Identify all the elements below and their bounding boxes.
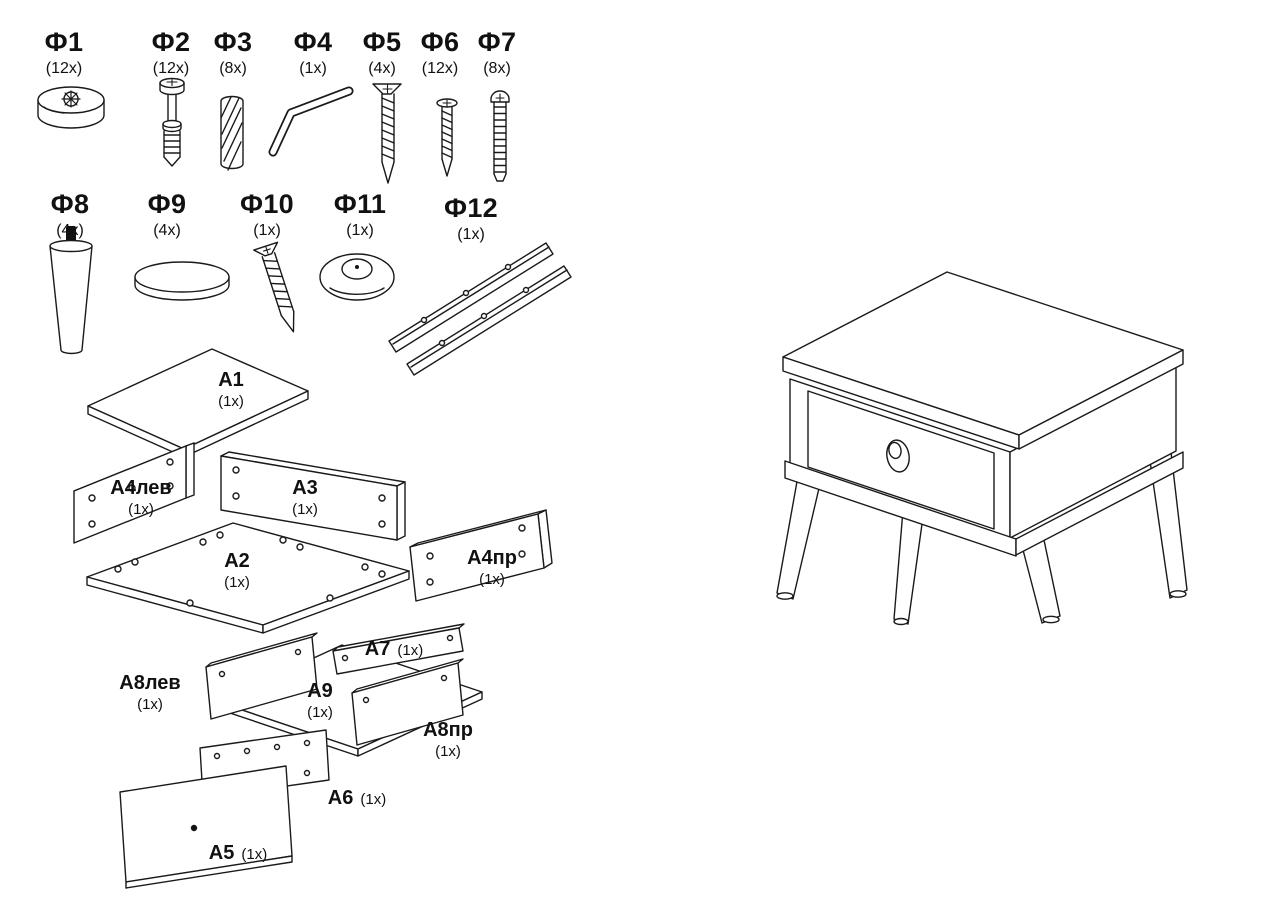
panel-a8lev-drawing xyxy=(205,632,318,720)
cam-lock-icon xyxy=(37,86,105,129)
drawer-slides-icon xyxy=(388,242,572,376)
part-qty: (1x) xyxy=(241,846,268,863)
part-id: Ф2 xyxy=(151,27,191,57)
assembled-legs xyxy=(776,451,1188,626)
panel-label-a4lev: А4лев (1x) xyxy=(110,477,171,518)
part-qty: (1x) xyxy=(307,704,333,721)
panel-label-a8pr: А8пр (1x) xyxy=(423,719,473,760)
part-id: А2 xyxy=(224,550,250,572)
assembled-unit xyxy=(776,271,1188,626)
assembled-top-edge-right xyxy=(1018,349,1184,450)
part-qty: (4x) xyxy=(56,222,84,239)
hardware-label-f9: Ф9 (4x) xyxy=(148,189,187,240)
part-qty: (1x) xyxy=(224,574,250,591)
panel-a7-drawing xyxy=(332,623,465,675)
panel-a1-drawing xyxy=(87,348,309,458)
part-qty: (1x) xyxy=(137,696,163,713)
part-qty: (1x) xyxy=(253,222,281,239)
panel-a4lev-drawing xyxy=(73,442,195,544)
assembled-bottom-rail-front xyxy=(784,460,1017,557)
panel-a8pr-drawing xyxy=(351,658,464,746)
part-qty: (8x) xyxy=(219,60,247,77)
assembled-bottom-rail-right xyxy=(1015,451,1184,556)
panel-a5-drawing xyxy=(119,765,293,889)
part-qty: (12x) xyxy=(421,60,459,77)
part-qty: (1x) xyxy=(435,743,461,760)
confirmat-screw-icon xyxy=(490,90,510,182)
panel-label-a9: А9 (1x) xyxy=(307,680,333,721)
part-id: А5 xyxy=(208,842,235,864)
part-id: А4пр xyxy=(467,547,517,569)
panel-a3-drawing xyxy=(220,451,406,541)
hardware-label-f6: Ф6 (12x) xyxy=(421,27,460,78)
part-id: А8пр xyxy=(423,719,473,741)
panel-label-a3: А3 (1x) xyxy=(292,477,318,518)
part-qty: (1x) xyxy=(218,393,244,410)
hardware-label-f7: Ф7 (8x) xyxy=(478,27,517,78)
hardware-label-f8: Ф8 (4x) xyxy=(51,189,90,240)
hardware-label-f12: Ф12 (1x) xyxy=(444,193,498,244)
panel-a4pr-drawing xyxy=(409,509,553,602)
part-id: Ф4 xyxy=(293,27,333,57)
panel-label-a6: А6 (1x) xyxy=(328,787,386,810)
part-id: Ф1 xyxy=(44,27,84,57)
part-qty: (4x) xyxy=(153,222,181,239)
allen-key-icon xyxy=(268,86,354,157)
hardware-label-f5: Ф5 (4x) xyxy=(363,27,402,78)
part-qty: (1x) xyxy=(479,571,505,588)
wood-screw-icon xyxy=(372,83,402,184)
part-qty: (12x) xyxy=(152,60,190,77)
long-screw-icon xyxy=(253,241,295,333)
part-qty: (1x) xyxy=(299,60,327,77)
part-id: А1 xyxy=(218,369,244,391)
part-id: Ф7 xyxy=(477,27,517,57)
part-id: Ф9 xyxy=(147,189,187,219)
part-id: Ф8 xyxy=(50,189,90,219)
part-qty: (12x) xyxy=(45,60,83,77)
panel-label-a7: А7 (1x) xyxy=(365,638,423,661)
knob-icon xyxy=(319,253,395,301)
part-id: Ф11 xyxy=(333,189,387,219)
small-screw-icon xyxy=(436,98,458,177)
hardware-label-f4: Ф4 (1x) xyxy=(294,27,333,78)
hardware-label-f3: Ф3 (8x) xyxy=(214,27,253,78)
furniture-leg-icon xyxy=(49,226,93,355)
part-id: Ф12 xyxy=(444,193,498,223)
part-qty: (1x) xyxy=(360,791,387,808)
part-id: А3 xyxy=(292,477,318,499)
part-id: Ф10 xyxy=(240,189,294,219)
hardware-label-f10: Ф10 (1x) xyxy=(240,189,294,240)
part-id: А4лев xyxy=(110,477,172,499)
panel-label-a5: А5 (1x) xyxy=(209,842,267,865)
part-qty: (4x) xyxy=(368,60,396,77)
part-qty: (1x) xyxy=(346,222,374,239)
hardware-label-f1: Ф1 (12x) xyxy=(45,27,84,78)
part-qty: (1x) xyxy=(292,501,318,518)
part-id: А9 xyxy=(307,680,333,702)
part-id: А6 xyxy=(327,787,354,809)
assembled-knob xyxy=(886,439,910,473)
panel-label-a4pr: А4пр (1x) xyxy=(467,547,517,588)
part-id: Ф6 xyxy=(420,27,460,57)
wood-dowel-icon xyxy=(220,95,244,171)
hardware-label-f11: Ф11 (1x) xyxy=(334,189,387,240)
part-qty: (1x) xyxy=(457,226,485,243)
cam-bolt-icon xyxy=(159,77,185,167)
hardware-label-f2: Ф2 (12x) xyxy=(152,27,191,78)
exploded-view xyxy=(73,348,553,889)
part-qty: (8x) xyxy=(483,60,511,77)
panel-a2-drawing xyxy=(86,522,410,634)
part-id: Ф3 xyxy=(213,27,253,57)
panel-label-a2: А2 (1x) xyxy=(224,550,250,591)
part-qty: (1x) xyxy=(397,642,424,659)
panel-label-a1: А1 (1x) xyxy=(218,369,244,410)
part-id: Ф5 xyxy=(362,27,402,57)
round-pad-icon xyxy=(134,261,230,301)
part-id: А7 xyxy=(364,638,391,660)
part-id: А8лев xyxy=(119,672,181,694)
panel-label-a8lev: А8лев (1x) xyxy=(119,672,180,713)
part-qty: (1x) xyxy=(128,501,154,518)
